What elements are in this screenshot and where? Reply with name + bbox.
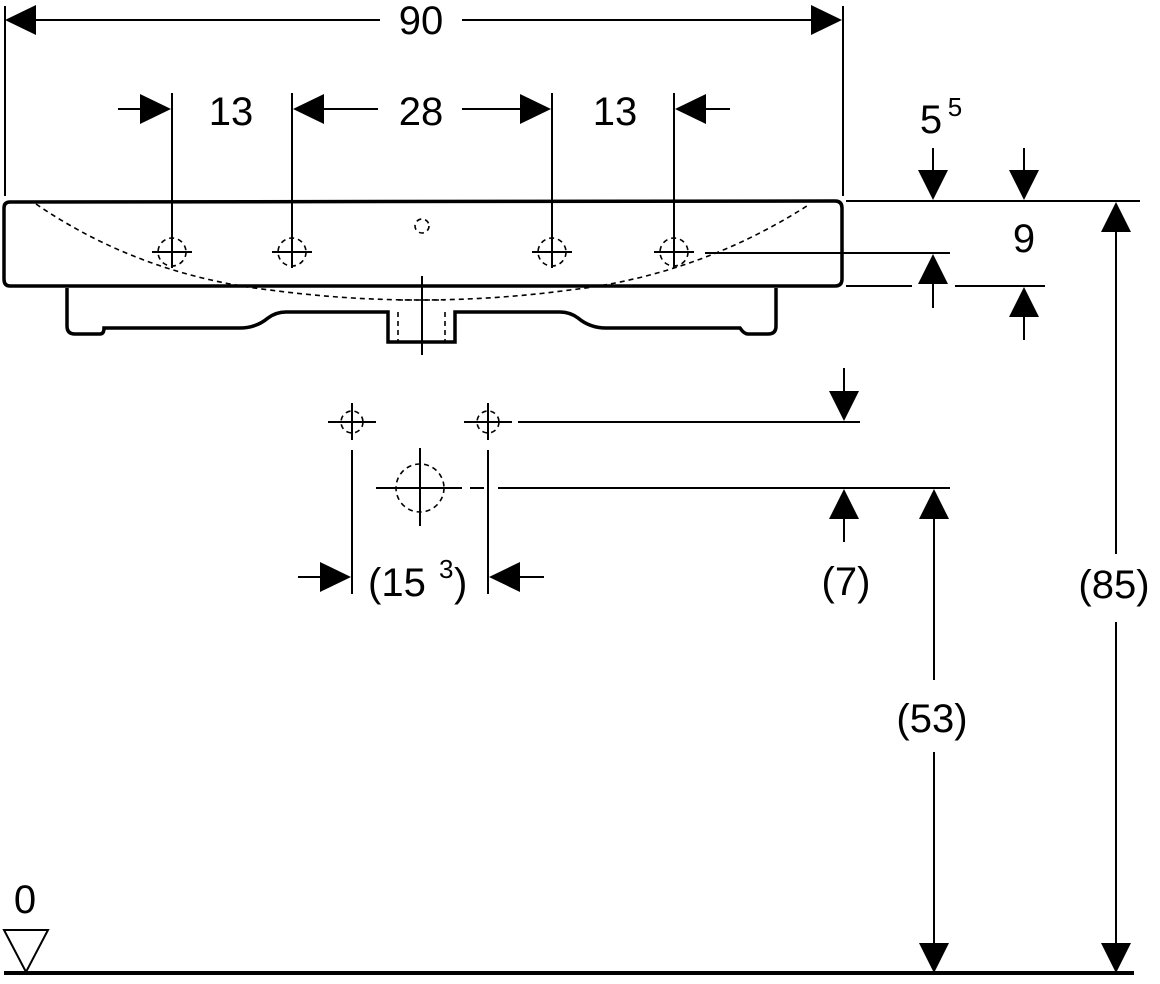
dimension-label-13-left: 13 xyxy=(209,90,254,134)
water-connection-left xyxy=(328,403,376,440)
tap-hole-2 xyxy=(272,235,312,268)
connection-vertical-dimension: (7) xyxy=(822,368,871,604)
dimension-label-85: (85) xyxy=(1078,563,1149,607)
overflow-hole xyxy=(414,218,430,234)
total-height-dimension: (85) xyxy=(1078,202,1150,973)
arrow-right xyxy=(811,5,842,35)
dimension-label-90: 90 xyxy=(399,0,444,43)
dimension-label-7: (7) xyxy=(822,560,871,604)
floor-level-label: 0 xyxy=(14,878,36,922)
dimension-label-13-right: 13 xyxy=(593,90,638,134)
tap-hole-3 xyxy=(532,235,572,268)
tap-hole-1 xyxy=(152,235,192,268)
waste-connection xyxy=(376,448,462,526)
tap-hole-dimensions: 13 28 13 xyxy=(118,90,730,235)
level-marker-icon xyxy=(2,929,50,975)
dimension-label-28: 28 xyxy=(399,90,444,134)
dimension-label-53: (53) xyxy=(896,697,967,741)
floor-level: 0 xyxy=(2,878,1134,975)
dimension-label-9: 9 xyxy=(1013,217,1035,261)
dimension-label-5: 5 xyxy=(920,98,942,142)
dimension-label-5-superscript: 5 xyxy=(948,92,962,122)
washbasin-front-view xyxy=(2,199,844,355)
rim-height-dimension: 9 xyxy=(705,217,1045,340)
waste-height-dimension: (53) xyxy=(896,489,968,973)
width-dimension-90: 90 xyxy=(4,0,844,196)
wall-connection-points xyxy=(328,403,950,594)
connection-spacing-dimension: (15 3 ) xyxy=(298,554,544,605)
dimension-label-15-close: ) xyxy=(454,561,467,605)
arrow-left xyxy=(5,5,36,35)
water-connection-right xyxy=(464,403,512,440)
dimension-label-15: (15 xyxy=(368,561,426,605)
tap-hole-4 xyxy=(654,235,694,268)
rim-offset-dimension: 5 5 xyxy=(846,92,1140,202)
dimension-label-15-superscript: 3 xyxy=(439,554,453,584)
